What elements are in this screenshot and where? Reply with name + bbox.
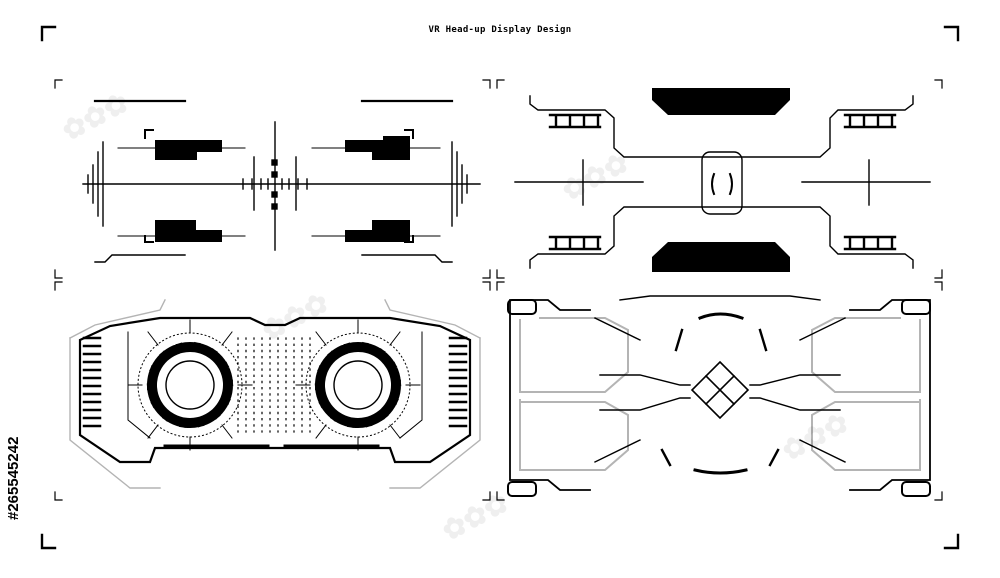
diamond-frame-panel (507, 295, 931, 497)
gauge-left (127, 319, 253, 451)
side-bars (87, 141, 468, 227)
dual-gauge-panel (69, 299, 481, 489)
vertical-bars-left (82, 336, 468, 428)
outer-frame (40, 25, 960, 550)
target-blocks (155, 136, 410, 242)
page-title: VR Head-up Display Design (428, 25, 572, 35)
panel-corners (54, 79, 943, 501)
diamond-icon (690, 360, 750, 420)
target-lock-panel (514, 88, 931, 272)
ladder-ticks (548, 113, 897, 251)
gauge-right (295, 319, 421, 451)
center-tick-row (242, 156, 308, 211)
stock-id: #265545242 (5, 436, 22, 520)
crosshair-panel (82, 99, 481, 263)
